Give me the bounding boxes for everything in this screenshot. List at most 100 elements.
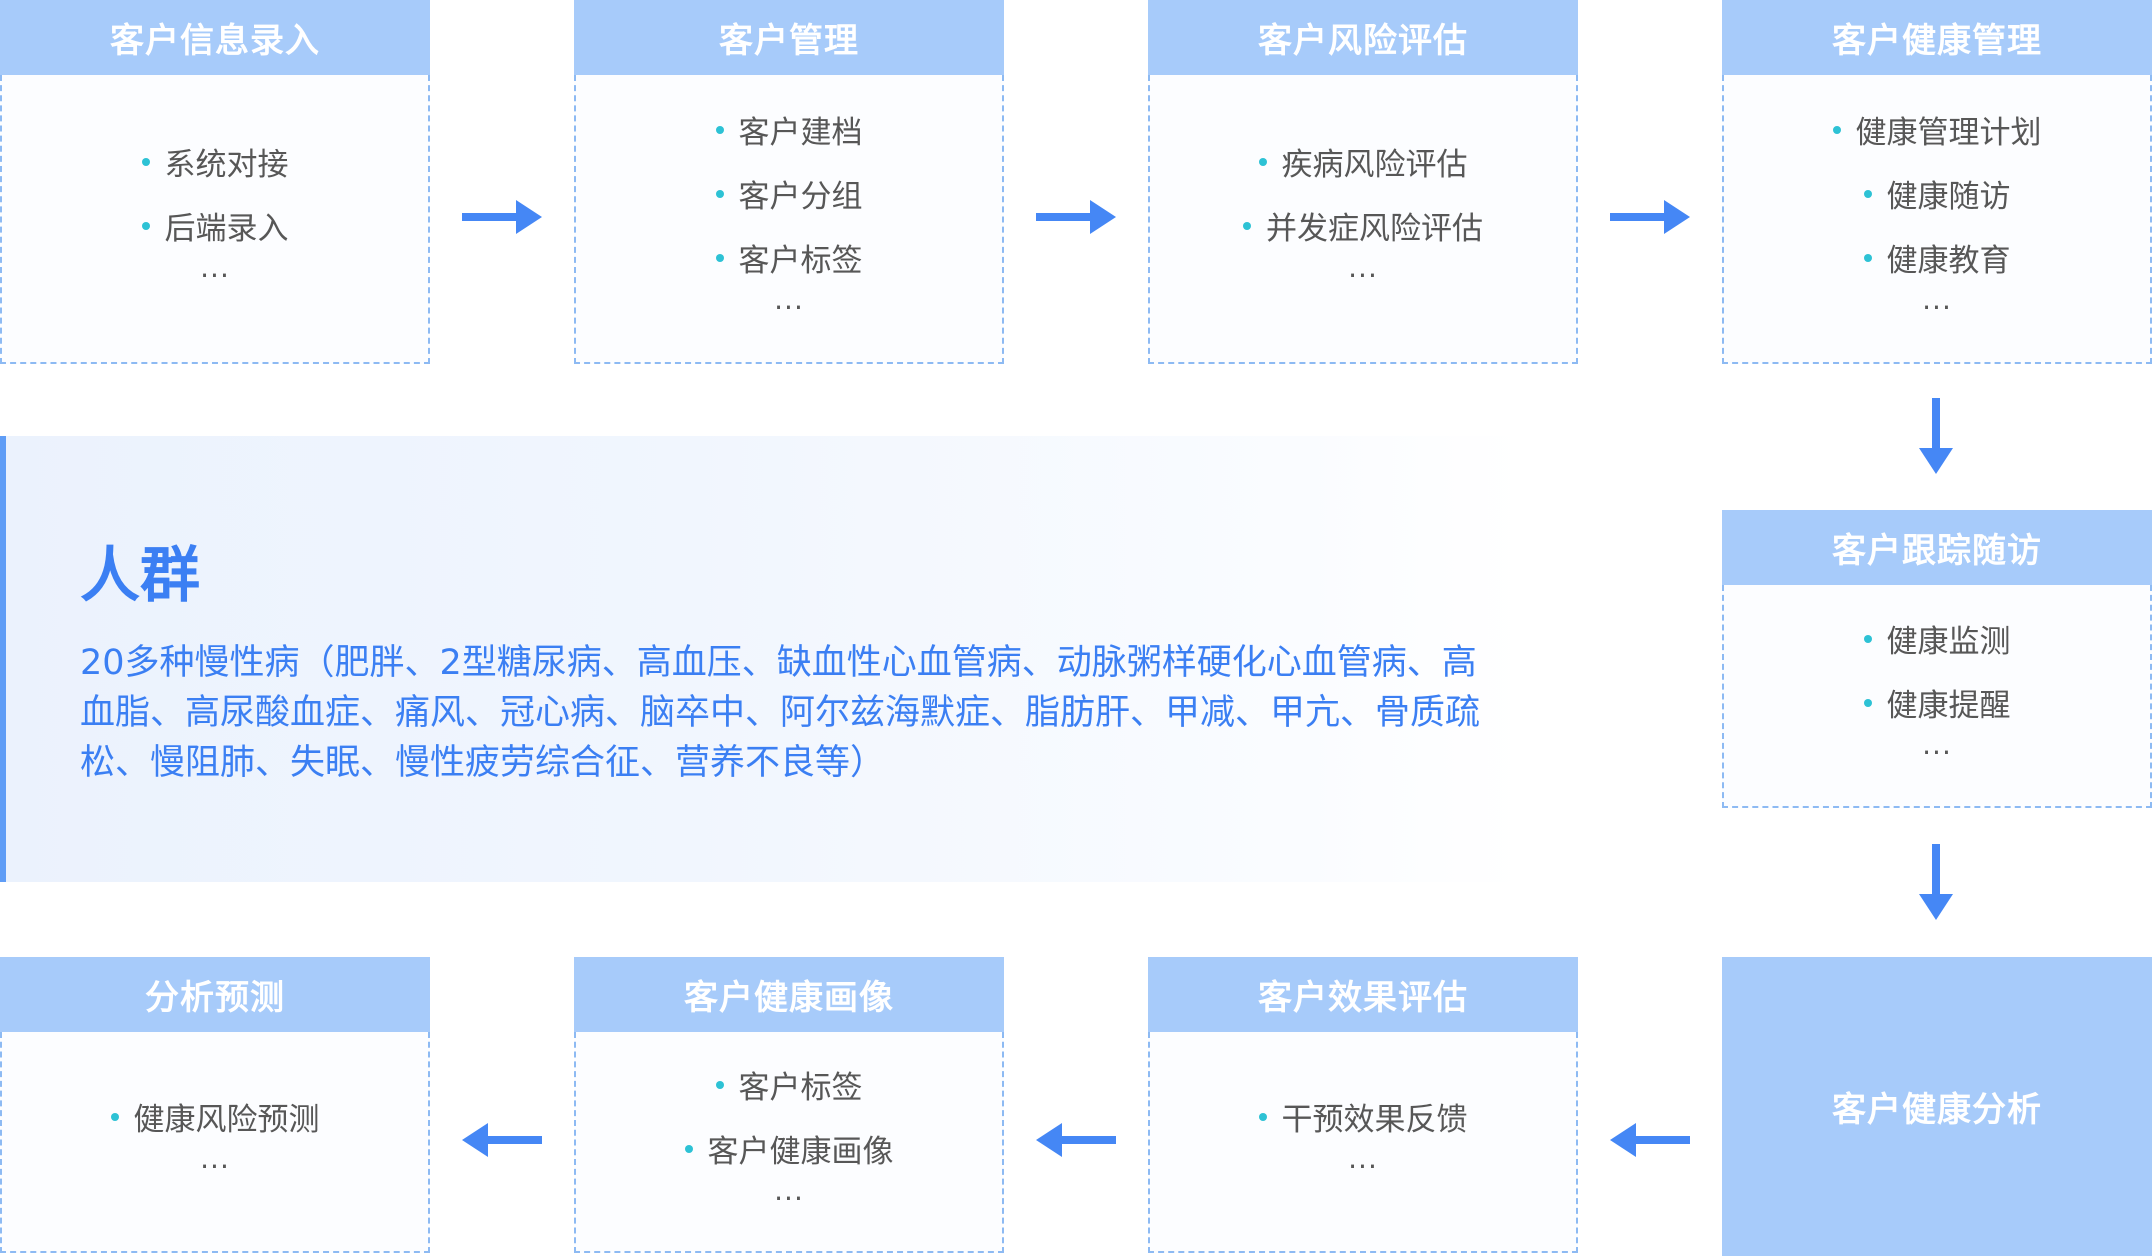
list-item-label: 客户健康画像: [707, 1134, 894, 1170]
bullet-dot-icon: [1863, 698, 1872, 707]
arrow-head: [1919, 894, 1953, 920]
list-item: 并发症风险评估: [1243, 194, 1483, 258]
more-ellipsis: ...: [1922, 282, 1952, 316]
list-item: 客户健康画像: [684, 1117, 894, 1181]
step-customer-health-analysis: 客户健康分析: [1722, 957, 2152, 1256]
arrow-head: [1664, 200, 1690, 234]
arrow-shaft: [1932, 398, 1940, 452]
list-item: 系统对接: [141, 130, 289, 194]
list-item: 疾病风险评估: [1258, 130, 1468, 194]
list-item-label: 客户建档: [738, 115, 863, 151]
bullet-dot-icon: [1863, 634, 1872, 643]
more-ellipsis: ...: [1348, 1141, 1378, 1175]
bullet-dot-icon: [110, 1112, 119, 1121]
list-item: 健康随访: [1863, 162, 2011, 226]
list-item-label: 客户分组: [738, 179, 863, 215]
step-title: 客户跟踪随访: [1722, 510, 2152, 585]
more-ellipsis: ...: [200, 1141, 230, 1175]
step-body: 疾病风险评估 并发症风险评估 ...: [1148, 75, 1578, 364]
more-ellipsis: ...: [774, 282, 804, 316]
list-item-label: 系统对接: [164, 147, 289, 183]
list-item-label: 后端录入: [164, 211, 289, 247]
step-customer-follow-up: 客户跟踪随访 健康监测 健康提醒 ...: [1722, 510, 2152, 808]
population-title: 人群: [80, 541, 200, 611]
list-item-label: 干预效果反馈: [1281, 1102, 1468, 1138]
step-title: 客户风险评估: [1148, 0, 1578, 75]
list-item-label: 疾病风险评估: [1281, 147, 1468, 183]
arrow-shaft: [1036, 213, 1094, 221]
step-customer-info-entry: 客户信息录入 系统对接 后端录入 ...: [0, 0, 430, 364]
arrow-right-icon: [1036, 200, 1116, 234]
list-item: 健康管理计划: [1832, 98, 2042, 162]
step-customer-risk-assessment: 客户风险评估 疾病风险评估 并发症风险评估 ...: [1148, 0, 1578, 364]
list-item-label: 客户标签: [738, 243, 863, 279]
step-body: 客户建档 客户分组 客户标签 ...: [574, 75, 1004, 364]
arrow-head: [1090, 200, 1116, 234]
bullet-dot-icon: [715, 1080, 724, 1089]
more-ellipsis: ...: [200, 250, 230, 284]
arrow-head: [462, 1123, 488, 1157]
arrow-shaft: [484, 1136, 542, 1144]
arrow-right-icon: [1610, 200, 1690, 234]
step-title: 客户健康管理: [1722, 0, 2152, 75]
bullet-dot-icon: [1243, 221, 1251, 230]
arrow-left-icon: [1036, 1123, 1116, 1157]
list-item: 健康监测: [1863, 607, 2011, 671]
step-title: 客户管理: [574, 0, 1004, 75]
arrow-left-icon: [462, 1123, 542, 1157]
step-body: 系统对接 后端录入 ...: [0, 75, 430, 364]
arrow-down-icon: [1919, 844, 1953, 920]
step-customer-health-management: 客户健康管理 健康管理计划 健康随访 健康教育 ...: [1722, 0, 2152, 364]
step-body: 健康风险预测 ...: [0, 1032, 430, 1253]
arrow-shaft: [1632, 1136, 1690, 1144]
list-item: 客户分组: [715, 162, 863, 226]
more-ellipsis: ...: [1922, 727, 1952, 761]
arrow-left-icon: [1610, 1123, 1690, 1157]
arrow-shaft: [1932, 844, 1940, 898]
step-title: 客户信息录入: [0, 0, 430, 75]
list-item: 客户建档: [715, 98, 863, 162]
population-description: 20多种慢性病（肥胖、2型糖尿病、高血压、缺血性心血管病、动脉粥样硬化心血管病、…: [80, 643, 1481, 783]
bullet-dot-icon: [715, 125, 724, 134]
more-ellipsis: ...: [1348, 250, 1378, 284]
bullet-dot-icon: [1863, 189, 1872, 198]
step-title: 客户效果评估: [1148, 957, 1578, 1032]
list-item: 健康教育: [1863, 226, 2011, 290]
more-ellipsis: ...: [774, 1173, 804, 1207]
step-title: 客户健康画像: [574, 957, 1004, 1032]
list-item: 客户标签: [715, 226, 863, 290]
list-item-label: 健康随访: [1886, 179, 2011, 215]
list-item-label: 健康管理计划: [1855, 115, 2042, 151]
list-item-label: 客户标签: [738, 1070, 863, 1106]
arrow-shaft: [1610, 213, 1668, 221]
step-body: 客户标签 客户健康画像 ...: [574, 1032, 1004, 1253]
bullet-dot-icon: [1258, 1112, 1267, 1121]
arrow-head: [1919, 448, 1953, 474]
arrow-shaft: [462, 213, 520, 221]
step-analysis-prediction: 分析预测 健康风险预测 ...: [0, 957, 430, 1253]
list-item: 干预效果反馈: [1258, 1085, 1468, 1149]
arrow-head: [1036, 1123, 1062, 1157]
arrow-head: [1610, 1123, 1636, 1157]
step-customer-health-profile: 客户健康画像 客户标签 客户健康画像 ...: [574, 957, 1004, 1253]
arrow-head: [516, 200, 542, 234]
bullet-dot-icon: [141, 221, 150, 230]
list-item: 后端录入: [141, 194, 289, 258]
bullet-dot-icon: [1258, 157, 1267, 166]
bullet-dot-icon: [684, 1144, 693, 1153]
step-title: 分析预测: [0, 957, 430, 1032]
list-item-label: 健康监测: [1886, 624, 2011, 660]
arrow-shaft: [1058, 1136, 1116, 1144]
step-customer-management: 客户管理 客户建档 客户分组 客户标签 ...: [574, 0, 1004, 364]
list-item-label: 健康提醒: [1886, 688, 2011, 724]
step-customer-effect-evaluation: 客户效果评估 干预效果反馈 ...: [1148, 957, 1578, 1253]
bullet-dot-icon: [715, 253, 724, 262]
step-body: 干预效果反馈 ...: [1148, 1032, 1578, 1253]
step-body: 健康监测 健康提醒 ...: [1722, 585, 2152, 808]
bullet-dot-icon: [141, 157, 150, 166]
list-item: 健康提醒: [1863, 671, 2011, 735]
arrow-down-icon: [1919, 398, 1953, 474]
list-item: 客户标签: [715, 1053, 863, 1117]
list-item-label: 健康教育: [1886, 243, 2011, 279]
list-item: 健康风险预测: [110, 1085, 320, 1149]
